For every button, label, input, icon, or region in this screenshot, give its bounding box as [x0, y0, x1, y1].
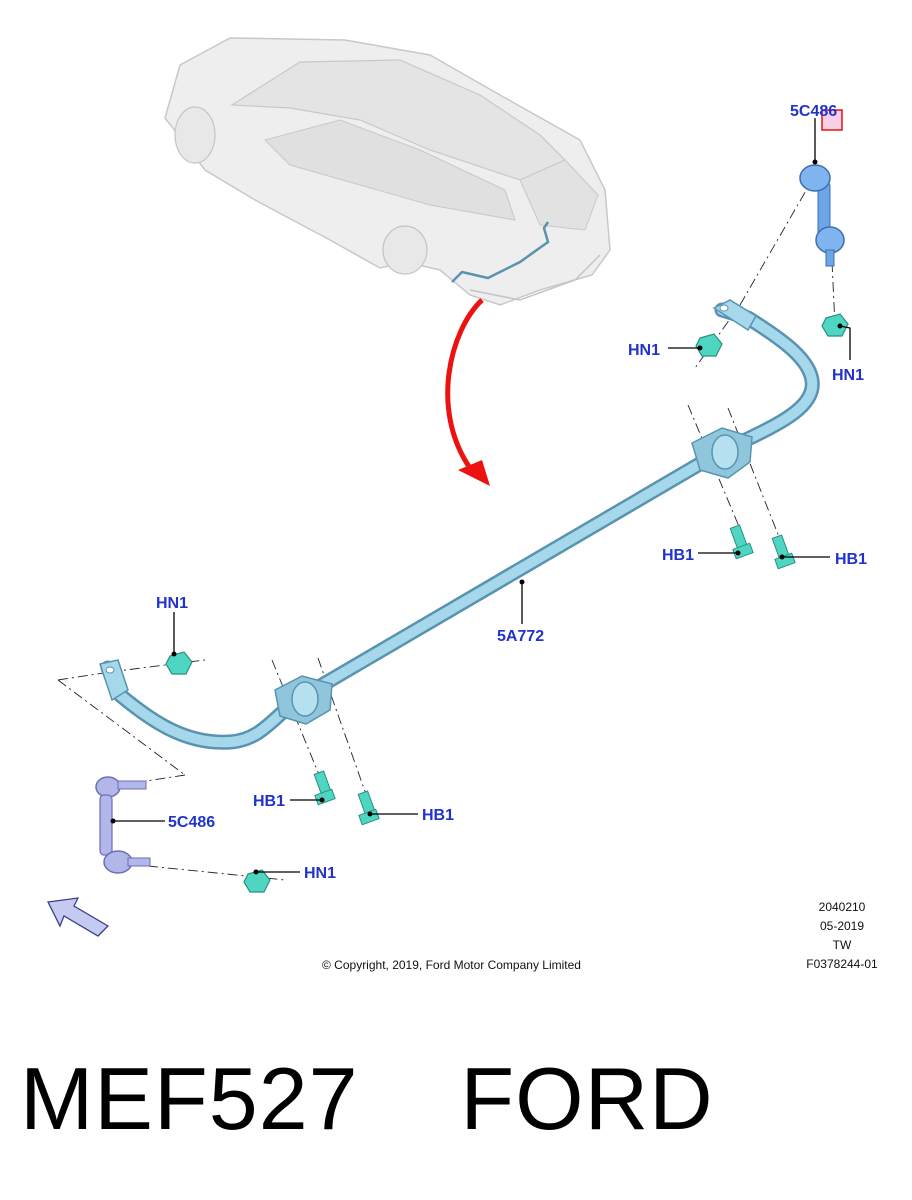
- vehicle-stabilizer-highlight: [451, 221, 550, 283]
- callout-link-top: 5C486: [790, 103, 837, 120]
- leader-dots: [110, 159, 843, 875]
- vehicle-front-wheel: [174, 106, 216, 164]
- vehicle-rear-wheel: [382, 225, 428, 275]
- link-lower-lower-stud: [127, 857, 151, 867]
- vehicle-side-window: [264, 119, 516, 221]
- nut-upper-left: [695, 333, 723, 357]
- vehicle-rear-bumper: [469, 254, 601, 301]
- stabilizer-link-lower: [95, 776, 151, 874]
- bushing-right: [711, 434, 739, 470]
- stabilizer-bar-body: [100, 302, 820, 750]
- link-lower-upper-stud: [117, 780, 147, 790]
- callout-labels: 5C486 HN1 HN1 HB1 HB1 5A772 HN1 HB1 HB1 …: [156, 103, 867, 882]
- info-line-4: F0378244-01: [806, 957, 878, 971]
- stabilizer-bar-highlight: [103, 305, 818, 748]
- fasteners-nuts: [165, 313, 849, 893]
- nut-bottom: [243, 869, 271, 893]
- bolt-right-b: [771, 534, 796, 570]
- link-lower-rod: [99, 794, 113, 856]
- callout-nut-upper-left: HN1: [628, 342, 660, 359]
- info-block: 2040210 05-2019 TW F0378244-01: [806, 900, 878, 971]
- callout-nut-bottom: HN1: [304, 865, 336, 882]
- callout-nut-left: HN1: [156, 595, 188, 612]
- callout-bolt-left-b: HB1: [422, 807, 454, 824]
- stabilizer-bar: [99, 299, 820, 750]
- info-line-3: TW: [833, 938, 852, 952]
- part-number: MEF527: [20, 1049, 359, 1148]
- parts-diagram: 5C486 HN1 HN1 HB1 HB1 5A772 HN1 HB1 HB1 …: [47, 37, 878, 972]
- link-upper-stud: [825, 249, 835, 267]
- orientation-arrow: [47, 897, 110, 937]
- link-lower-ball-top: [95, 776, 121, 798]
- callout-bolt-left-a: HB1: [253, 793, 285, 810]
- bolt-right-a: [729, 524, 754, 560]
- red-curved-arrow: [445, 298, 484, 470]
- nut-left: [165, 651, 193, 675]
- callout-bolt-right-b: HB1: [835, 551, 867, 568]
- red-arrow-head: [458, 460, 490, 486]
- nut-upper-right: [821, 313, 849, 337]
- front-direction-arrow-icon: [47, 897, 110, 937]
- link-upper-ball-top: [799, 164, 831, 192]
- centerlines: [57, 174, 836, 881]
- leader-lines: [113, 118, 851, 873]
- stabilizer-link-upper: [799, 109, 845, 267]
- bolt-left-b: [357, 790, 380, 826]
- vehicle-rear-window: [519, 159, 599, 231]
- callout-link-bottom: 5C486: [168, 814, 215, 831]
- callout-bolt-right-a: HB1: [662, 547, 694, 564]
- info-line-2: 05-2019: [820, 919, 864, 933]
- right-end-hole: [719, 304, 729, 312]
- part-caption: MEF527 FORD: [20, 1048, 714, 1150]
- fasteners-bolts: [313, 524, 796, 826]
- callout-bar: 5A772: [497, 628, 544, 645]
- copyright-text: © Copyright, 2019, Ford Motor Company Li…: [322, 958, 581, 972]
- highlight-marker: [821, 109, 843, 131]
- left-end-hole: [105, 666, 115, 674]
- bushing-left: [291, 681, 319, 717]
- callout-nut-upper-right: HN1: [832, 367, 864, 384]
- vehicle-illustration: [164, 37, 611, 306]
- brand-name: FORD: [460, 1049, 714, 1148]
- link-upper-ball-bottom: [815, 226, 845, 254]
- direction-arrow: [445, 298, 490, 486]
- info-line-1: 2040210: [819, 900, 866, 914]
